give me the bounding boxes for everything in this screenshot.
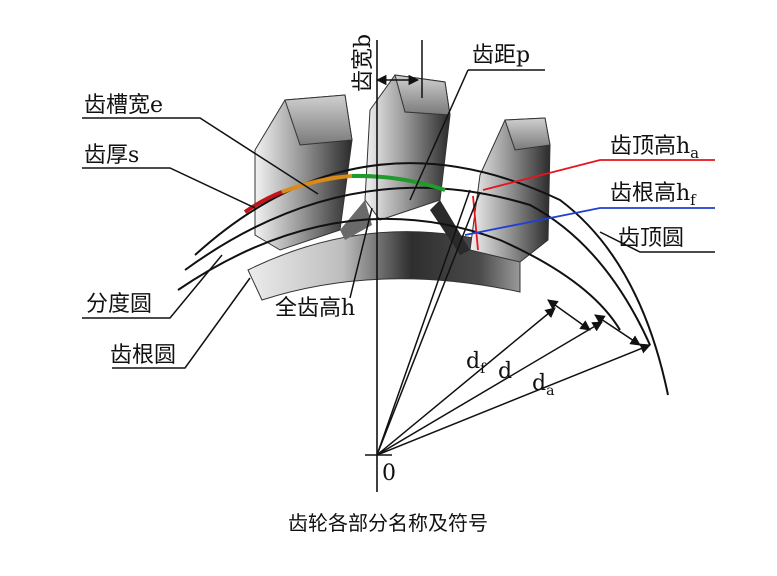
origin-label: 0 xyxy=(382,461,396,486)
gear-body xyxy=(247,74,551,301)
tooth-thickness-leader xyxy=(82,167,256,209)
pitch-leader-line xyxy=(409,69,469,201)
diameter-arcs xyxy=(547,299,641,346)
root-circle-label: 齿根圆 xyxy=(110,343,176,368)
addendum-leader xyxy=(472,159,715,251)
tooth-width-dim xyxy=(375,40,423,98)
diagram-caption: 齿轮各部分名称及符号 xyxy=(288,511,488,535)
dedendum-label: 齿根高hf xyxy=(610,181,697,209)
pitch-circle-arc xyxy=(184,186,651,346)
diameter-lines xyxy=(376,189,651,456)
pitch-circle-leader xyxy=(82,254,223,319)
space-width-label: 齿槽宽e xyxy=(84,93,163,118)
tip-circle-label: 齿顶圆 xyxy=(618,226,684,251)
tip-diameter-label: da xyxy=(532,371,554,399)
pitch-arc-colored xyxy=(243,173,446,214)
tooth-thickness-label: 齿厚s xyxy=(84,143,139,168)
whole-depth-leader xyxy=(349,207,373,299)
pitch-label: 齿距p xyxy=(472,43,530,68)
pitch-circle-label: 分度圆 xyxy=(86,292,152,317)
dedendum-leader xyxy=(464,207,715,236)
root-circle-arc xyxy=(177,217,621,331)
root-diameter-label: df xyxy=(466,349,487,377)
addendum-label: 齿顶高ha xyxy=(610,134,699,162)
tooth-width-label: 齿宽b xyxy=(351,34,376,92)
tip-circle-leader xyxy=(599,231,715,253)
whole-depth-label: 全齿高h xyxy=(275,296,355,321)
space-width-leader xyxy=(82,117,319,195)
root-circle-leader xyxy=(112,277,251,369)
pitch-diameter-label: d xyxy=(498,359,512,384)
